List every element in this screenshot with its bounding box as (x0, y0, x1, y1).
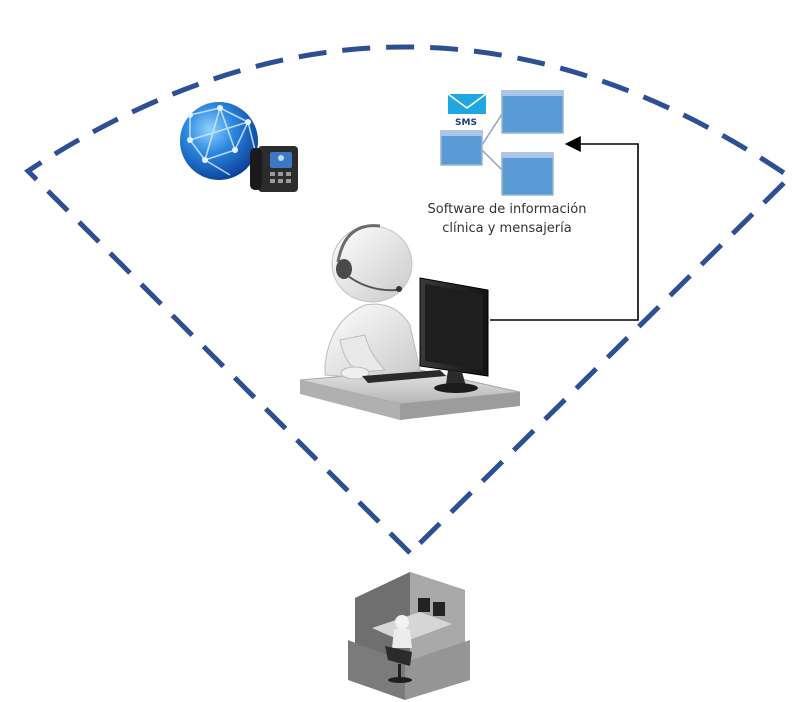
software-caption: Software de información clínica y mensaj… (396, 200, 618, 238)
software-windows-icon (440, 90, 564, 196)
operator-headset-figure (299, 224, 521, 420)
office-cubicle-icon (348, 572, 470, 700)
software-caption-line1: Software de información (427, 202, 587, 217)
desk-phone-icon (250, 146, 298, 192)
window-top-right (501, 90, 564, 134)
connector-arrow (490, 136, 639, 321)
globe-network-icon (180, 102, 258, 180)
software-caption-line2: clínica y mensajería (442, 221, 572, 236)
sms-label: SMS (455, 118, 477, 128)
sms-envelope-icon: SMS (447, 93, 487, 128)
window-small-left (440, 130, 483, 166)
computer-monitor-icon (419, 277, 489, 393)
window-bottom-right (501, 152, 554, 196)
coverage-area-outline (24, 44, 794, 555)
